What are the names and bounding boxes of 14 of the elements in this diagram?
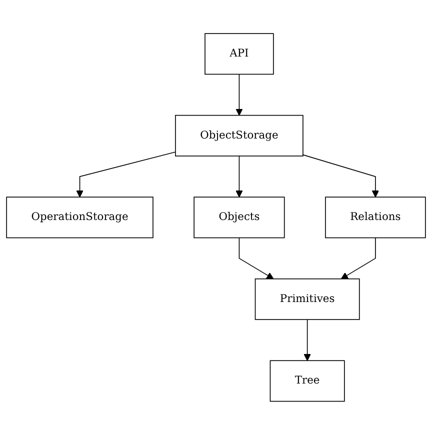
node-box: Objects <box>194 196 285 238</box>
node-box: Tree <box>270 360 345 402</box>
arrow <box>340 236 376 279</box>
node-box: OperationStorage <box>6 196 154 238</box>
arrow <box>236 155 243 197</box>
arrow <box>302 154 380 197</box>
arrow <box>238 236 274 279</box>
node-box: Relations <box>325 196 426 238</box>
arrow <box>76 151 176 197</box>
arrow <box>304 318 311 361</box>
node-box: API <box>204 32 274 74</box>
node-box: ObjectStorage <box>175 114 304 156</box>
arrow <box>236 73 243 116</box>
node-box: Primitives <box>254 278 360 320</box>
